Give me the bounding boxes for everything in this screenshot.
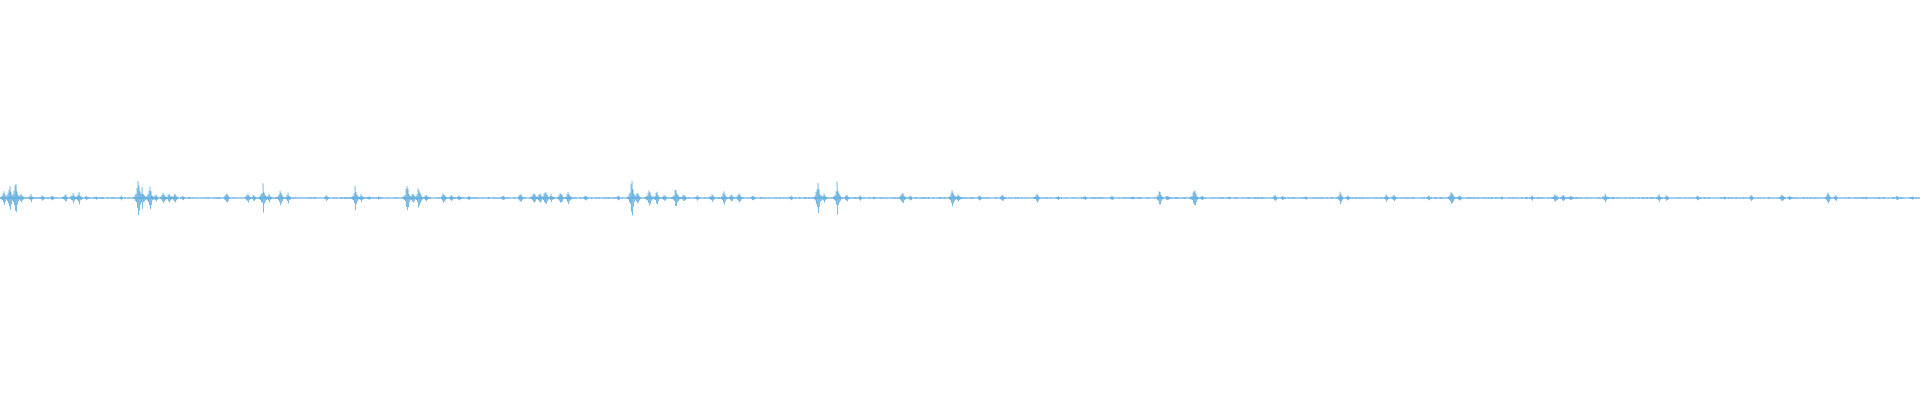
waveform-trace: [0, 180, 1920, 216]
